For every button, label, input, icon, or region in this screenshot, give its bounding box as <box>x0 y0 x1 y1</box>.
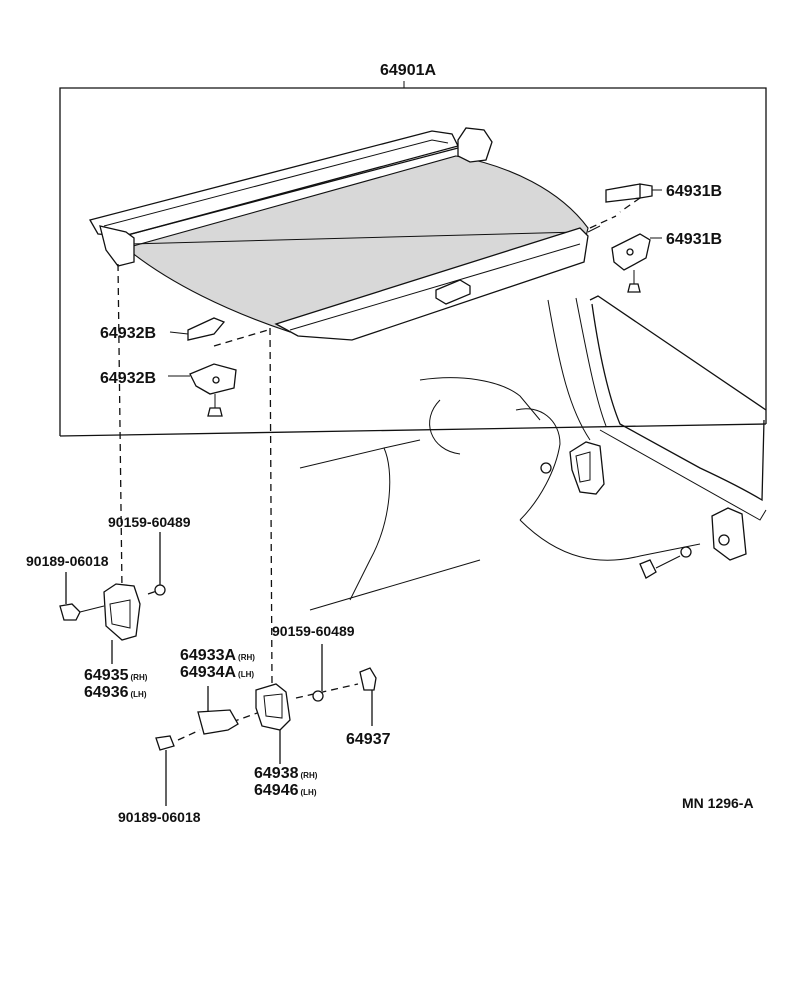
rod-holder-center-upper <box>169 317 226 341</box>
vehicle-body <box>299 295 767 611</box>
label-bracket-rh-left: 64935(RH) <box>84 667 148 684</box>
tonneau-cover <box>89 127 601 341</box>
dash-center-holder <box>213 329 269 347</box>
label-bracket-lh-center: 64946(LH) <box>254 782 317 799</box>
label-screw-center: 90159-60489 <box>272 623 355 639</box>
body-bracket-far-right <box>639 507 747 579</box>
label-bracket-lh-center-num: 64946 <box>254 782 299 799</box>
label-bracket-lh-left-sfx: (LH) <box>131 690 147 699</box>
dash-right-holder <box>619 197 641 213</box>
dash-left-screw <box>147 589 161 595</box>
label-bracket-rh-left-sfx: (RH) <box>131 673 148 682</box>
label-clip-bottom: 90189-06018 <box>118 809 201 825</box>
rod-holder-center-lower <box>168 363 237 417</box>
bracket-left-assembly <box>59 532 166 664</box>
label-stay-lh-sfx: (LH) <box>238 670 254 679</box>
label-bracket-lh-center-sfx: (LH) <box>301 788 317 797</box>
label-rod-holder-d: 64932B <box>100 370 156 387</box>
dash-right-holder-2 <box>589 215 617 229</box>
dash-bottom-clip <box>177 729 201 741</box>
label-bracket-rh-left-num: 64935 <box>84 667 129 684</box>
label-bracket-rh-center-num: 64938 <box>254 765 299 782</box>
label-rod-holder-a: 64931B <box>666 183 722 200</box>
label-assembly: 64901A <box>380 62 436 79</box>
dash-center-screw <box>295 683 359 699</box>
label-screw-upper-left: 90159-60489 <box>108 514 191 530</box>
label-bracket-rh-center: 64938(RH) <box>254 765 318 782</box>
dash-center-stay <box>231 711 261 723</box>
label-rod-holder-c: 64932B <box>100 325 156 342</box>
label-clip-upper-left: 90189-06018 <box>26 553 109 569</box>
rod-holder-lower-right <box>611 233 662 293</box>
label-bracket-lh-left: 64936(LH) <box>84 684 147 701</box>
label-stay-lh: 64934A(LH) <box>180 664 254 681</box>
assembly-frame <box>59 81 767 437</box>
label-drawing-code: MN 1296-A <box>682 795 754 811</box>
label-stay-rh-sfx: (RH) <box>238 653 255 662</box>
body-bracket-right <box>540 441 605 495</box>
rod-holder-upper-right <box>605 183 662 203</box>
label-bracket-rh-center-sfx: (RH) <box>301 771 318 780</box>
label-stay-lh-num: 64934A <box>180 664 236 681</box>
label-cap: 64937 <box>346 731 391 748</box>
dash-left-vertical <box>117 263 123 591</box>
label-bracket-lh-left-num: 64936 <box>84 684 129 701</box>
label-stay-rh: 64933A(RH) <box>180 647 255 664</box>
label-stay-rh-num: 64933A <box>180 647 236 664</box>
label-rod-holder-b: 64931B <box>666 231 722 248</box>
bracket-center-assembly <box>155 644 377 806</box>
